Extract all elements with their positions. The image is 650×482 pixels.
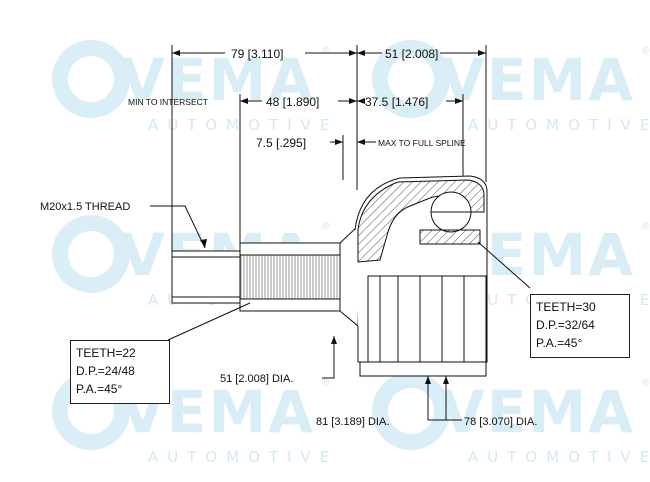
- dim-min-intersect: 48 [1.890]: [266, 95, 319, 109]
- vema-logo-icon: [372, 372, 450, 450]
- dim-cup-length: 51 [2.008]: [385, 47, 438, 61]
- dim-overall-outer: 79 [3.110]: [231, 47, 284, 61]
- vema-logo-icon: [372, 40, 450, 118]
- watermark-registered-mark: ®: [642, 378, 650, 389]
- spec-outer-pa: P.A.=45°: [76, 382, 123, 396]
- dim-inner-offset: 37.5 [1.476]: [365, 95, 428, 109]
- watermark-registered-mark: ®: [322, 221, 330, 232]
- watermark-sub: AUTOMOTIVE: [468, 116, 650, 134]
- watermark-brand: VEMA: [440, 46, 636, 114]
- dim-max-full-spline: MAX TO FULL SPLINE: [378, 138, 466, 148]
- dim-spline-offset: 7.5 [.295]: [256, 136, 306, 150]
- watermark-sub: AUTOMOTIVE: [148, 448, 339, 466]
- dim-dia-81: 81 [3.189] DIA.: [316, 416, 389, 428]
- vema-watermark-top-left: VEMA AUTOMOTIVE ®: [52, 40, 332, 150]
- dim-dia-51: 51 [2.008] DIA.: [220, 373, 293, 385]
- watermark-brand: VEMA: [440, 378, 636, 446]
- watermark-registered-mark: ®: [642, 221, 650, 232]
- watermark-registered-mark: ®: [322, 378, 330, 389]
- spec-box-inner: TEETH=30 D.P.=32/64 P.A.=45°: [530, 294, 630, 358]
- vema-watermark-bottom-right: VEMA AUTOMOTIVE ®: [372, 372, 650, 482]
- watermark-registered-mark: ®: [642, 46, 650, 57]
- watermark-sub: AUTOMOTIVE: [148, 116, 339, 134]
- spec-inner-dp: D.P.=32/64: [536, 318, 595, 332]
- vema-logo-icon: [52, 215, 130, 293]
- watermark-sub: AUTOMOTIVE: [468, 448, 650, 466]
- spec-inner-pa: P.A.=45°: [536, 336, 583, 350]
- vema-logo-icon: [52, 40, 130, 118]
- watermark-brand: VEMA: [120, 46, 316, 114]
- dim-dia-78: 78 [3.070] DIA.: [464, 416, 537, 428]
- spec-outer-dp: D.P.=24/48: [76, 364, 135, 378]
- dim-thread: M20x1.5 THREAD: [40, 201, 130, 213]
- watermark-registered-mark: ®: [322, 46, 330, 57]
- spec-box-outer: TEETH=22 D.P.=24/48 P.A.=45°: [70, 340, 170, 404]
- spec-outer-teeth: TEETH=22: [76, 346, 136, 360]
- spec-inner-teeth: TEETH=30: [536, 300, 596, 314]
- vema-watermark-top-right: VEMA AUTOMOTIVE ®: [372, 40, 650, 150]
- dim-min-intersect-label: MIN TO INTERSECT: [128, 97, 208, 107]
